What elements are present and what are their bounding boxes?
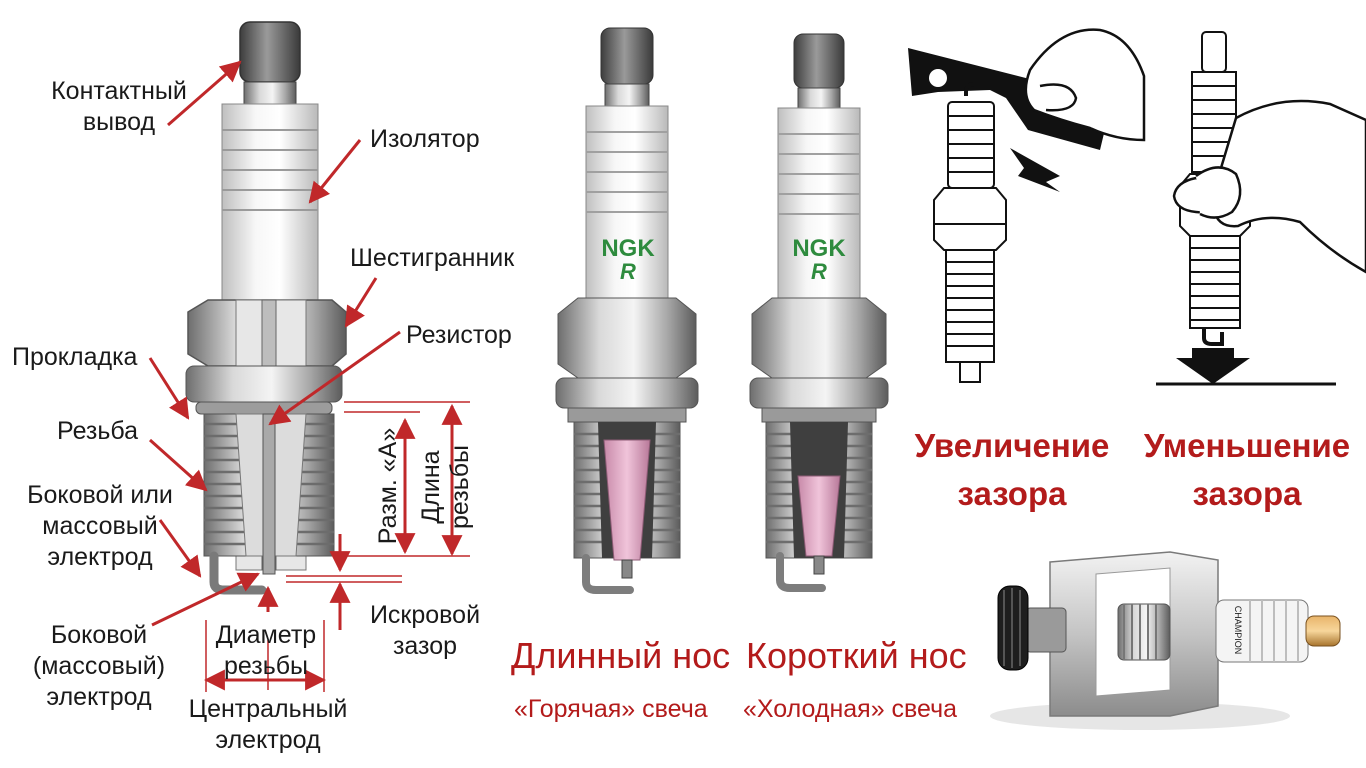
cutaway-spark-plug	[185, 21, 347, 595]
label-side-electrode-1: Боковой или массовый электрод	[27, 481, 173, 571]
ngk-logo-cold: NGK R	[781, 235, 857, 284]
label-spark-gap: Искровой зазор	[369, 601, 481, 660]
ngk-logo-hot: NGK R	[590, 235, 666, 284]
label-thread-length: Длина резьбы	[417, 444, 474, 530]
label-resistor: Резистор	[406, 321, 512, 349]
ngk-mark-text: R	[811, 259, 827, 284]
label-side-electrode-2: Боковой (массовый) электрод	[32, 621, 166, 711]
caption-decrease-gap: Уменьшение зазора	[1143, 427, 1351, 512]
ngk-brand-text: NGK	[792, 235, 846, 262]
ngk-brand-text: NGK	[601, 235, 655, 262]
cold-spark-plug	[749, 33, 889, 592]
label-hexagon: Шестигранник	[350, 244, 515, 272]
caption-increase-gap: Увеличение зазора	[914, 427, 1110, 512]
hot-spark-plug	[555, 27, 699, 594]
label-terminal: Контактный вывод	[51, 77, 187, 136]
label-center-electrode: Центральный электрод	[188, 695, 348, 754]
pointer-arrows	[148, 60, 463, 691]
label-thread: Резьба	[57, 417, 139, 445]
caption-cold-plug: «Холодная» свеча	[743, 695, 958, 723]
label-size-a: Разм. «A»	[374, 427, 402, 545]
caption-short-nose: Короткий нос	[746, 635, 967, 676]
caption-long-nose: Длинный нос	[511, 635, 731, 676]
label-gasket: Прокладка	[12, 343, 138, 371]
increase-gap-illustration	[908, 28, 1146, 383]
label-thread-diameter: Диаметр резьбы	[215, 621, 317, 680]
label-insulator: Изолятор	[370, 125, 480, 153]
gap-adjust-tool	[990, 551, 1341, 730]
dimension-guides	[205, 401, 470, 692]
caption-hot-plug: «Горячая» свеча	[514, 695, 708, 723]
ngk-mark-text: R	[620, 259, 636, 284]
decrease-gap-illustration	[1156, 31, 1366, 386]
tool-brand-text: CHAMPION	[1233, 605, 1243, 655]
